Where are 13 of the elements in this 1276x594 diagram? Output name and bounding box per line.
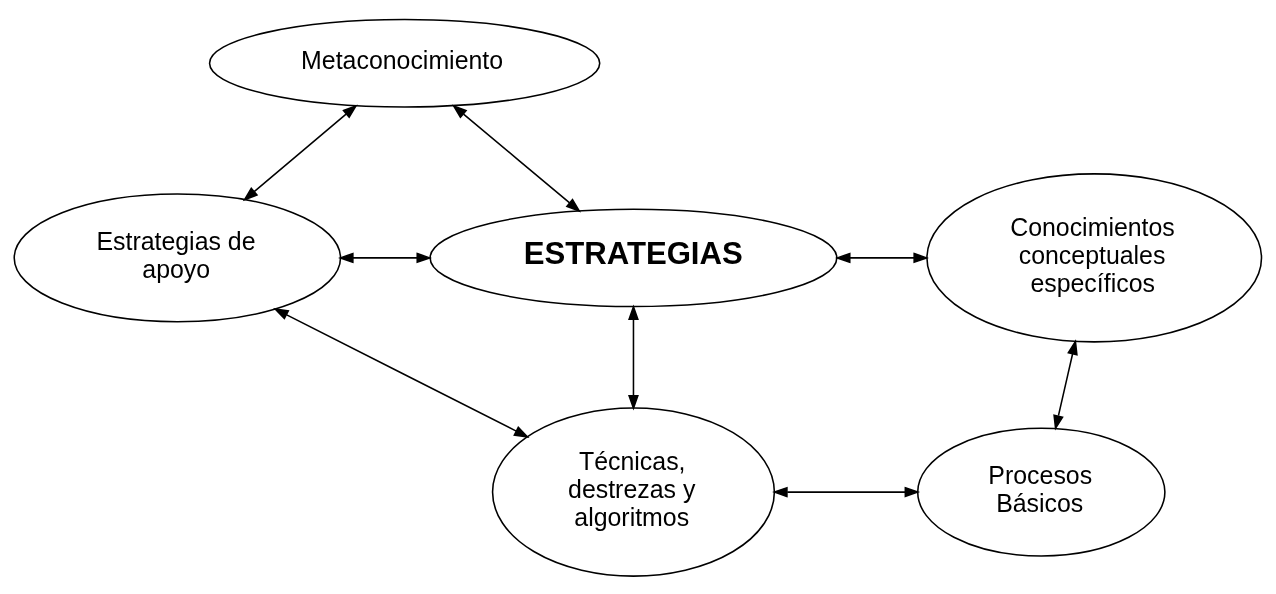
arrow [834,251,929,263]
arrow [451,103,582,212]
arrow [242,103,358,201]
node-ellipse: Metaconocimiento [208,18,601,108]
node-ellipse: Técnicas, destrezas y algoritmos [491,406,776,577]
node-ellipse: Procesos Básicos [916,427,1166,557]
arrow [628,303,639,411]
node-ellipse: ESTRATEGIAS [429,208,838,307]
arrow [273,307,530,438]
arrow [772,486,921,498]
arrow [1053,338,1078,431]
arrow [338,251,433,263]
node-ellipse: Conocimientos conceptuales específicos [926,172,1263,343]
